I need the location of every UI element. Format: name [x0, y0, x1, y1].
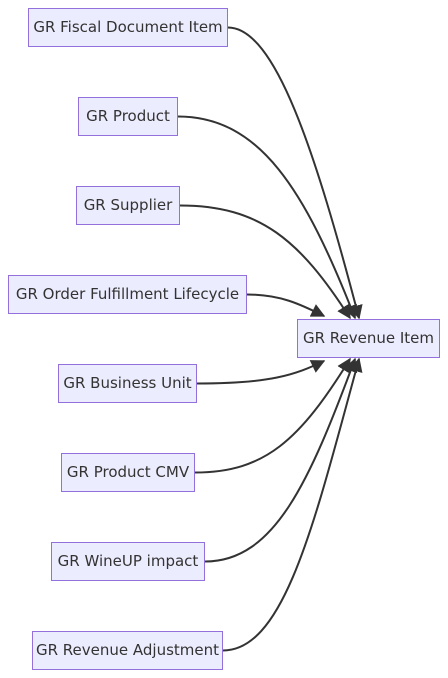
node-fiscal-document-item[interactable]: GR Fiscal Document Item	[28, 8, 228, 47]
edge-bu-to-revenue	[196, 360, 326, 385]
node-wineup-impact[interactable]: GR WineUP impact	[51, 542, 205, 581]
edge-product-to-revenue	[177, 115, 357, 320]
node-business-unit[interactable]: GR Business Unit	[58, 364, 197, 403]
edge-cmv-to-revenue	[194, 357, 351, 474]
node-revenue-item[interactable]: GR Revenue Item	[297, 319, 440, 358]
edge-fiscal-to-revenue	[227, 26, 363, 320]
node-product-cmv[interactable]: GR Product CMV	[61, 453, 195, 492]
edge-order-to-revenue	[246, 293, 326, 317]
node-supplier[interactable]: GR Supplier	[76, 186, 180, 225]
edge-adjustment-to-revenue	[222, 357, 363, 652]
edge-wineup-to-revenue	[204, 357, 358, 563]
edge-supplier-to-revenue	[179, 204, 351, 320]
node-revenue-adjustment[interactable]: GR Revenue Adjustment	[32, 631, 223, 670]
node-order-fulfillment-lifecycle[interactable]: GR Order Fulfillment Lifecycle	[8, 275, 247, 314]
node-product[interactable]: GR Product	[78, 97, 178, 136]
